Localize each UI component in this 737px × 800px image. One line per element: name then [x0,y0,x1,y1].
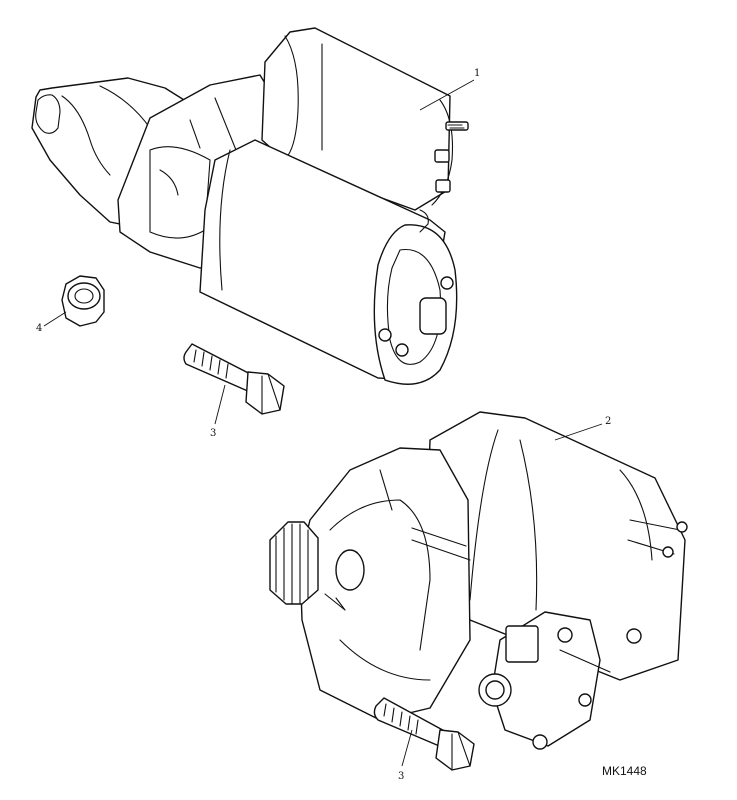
figure-reference: MK1448 [602,764,647,778]
mounting-bolt-lower [373,697,475,771]
solenoid-terminal-studs [434,121,469,193]
leader-line-3-lower [401,729,413,767]
callout-1: 1 [474,68,480,79]
starter-1-end-cap [373,224,458,385]
callout-3-upper: 3 [210,428,216,439]
leader-line-2 [554,423,603,441]
leader-line-4 [43,311,67,327]
flange-nut [61,275,105,327]
leader-line-1 [419,79,475,111]
callout-3-lower: 3 [398,771,404,782]
terminal-block [505,625,539,663]
leader-line-3-upper [214,384,226,425]
starter-2-drive-housing [299,447,471,721]
starter-2-pinion-gear [269,521,319,605]
starter-motor-1 [31,27,469,385]
starter-motor-2 [269,411,688,750]
mounting-bolt-upper [183,343,285,415]
callout-4: 4 [36,323,42,334]
callout-2: 2 [605,416,611,427]
